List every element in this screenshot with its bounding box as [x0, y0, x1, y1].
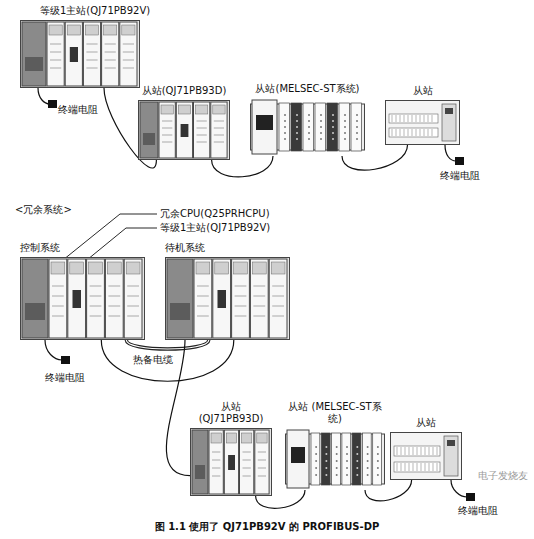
device-label: 待机系统 [165, 242, 205, 254]
device-label: 从站 [413, 85, 433, 97]
resistor-symbol [48, 100, 57, 108]
terminator-label: 终端电阻 [458, 505, 498, 517]
device-node: 待机系统 [165, 257, 290, 340]
device-node: 从站 (QJ71PB93D) [190, 428, 272, 496]
plc-rack [138, 100, 230, 160]
device-node: 从站 (MELSEC-ST系统) [285, 428, 385, 490]
callout-leaders [58, 214, 157, 264]
device-label: 从站(QJ71PB93D) [142, 85, 227, 97]
device-label: 从站 (QJ71PB93D) [195, 401, 267, 425]
cable-inner [126, 340, 209, 349]
section-title: <冗余系统> [15, 204, 72, 216]
terminator-label: 终端电阻 [45, 372, 85, 384]
terminator-wire [45, 340, 62, 360]
cable-outer [126, 340, 209, 349]
terminator-wires [38, 88, 467, 497]
callout-label: 冗余CPU(Q25PRHCPU) [160, 208, 270, 220]
slave-device [385, 100, 460, 145]
melsec-st-unit [285, 428, 385, 490]
device-label: 从站 [416, 417, 436, 429]
plc-rack [20, 257, 145, 340]
resistor-symbol [455, 157, 464, 165]
tracking-cable [126, 340, 209, 349]
device-node: 从站 [385, 100, 460, 145]
figure-caption: 图 1.1 使用了 QJ71PB92V 的 PROFIBUS-DP [0, 521, 534, 533]
plc-rack [190, 428, 272, 496]
terminator-label: 终端电阻 [440, 170, 480, 182]
device-node: 从站(QJ71PB93D) [138, 100, 230, 160]
resistor-symbol [61, 356, 70, 364]
device-node: 控制系统 [20, 257, 145, 340]
device-node: 从站(MELSEC-ST系统) [250, 98, 365, 156]
plc-rack [165, 257, 290, 340]
plc-rack [20, 20, 140, 88]
cable-line [101, 340, 234, 381]
device-label: 从站(MELSEC-ST系统) [255, 83, 359, 95]
cable-label: 热备电缆 [131, 354, 175, 366]
terminating-resistors [48, 100, 475, 501]
callout-label: 等级1主站(QJ71PB92V) [160, 222, 270, 234]
leader-line [58, 214, 157, 264]
terminator-wire [451, 480, 467, 497]
terminator-wire [445, 145, 456, 161]
resistor-symbol [466, 493, 475, 501]
melsec-st-unit [250, 98, 365, 156]
device-node: 从站 [390, 432, 462, 480]
terminator-label: 终端电阻 [58, 104, 98, 116]
device-label: 控制系统 [20, 242, 60, 254]
device-label: 等级1主站(QJ71PB92V) [40, 5, 150, 17]
slave-device [390, 432, 462, 480]
profibus-cable [101, 340, 234, 381]
watermark: 电子发烧友 [478, 470, 528, 482]
device-label: 从站 (MELSEC-ST系统) [287, 401, 383, 425]
device-node: 等级1主站(QJ71PB92V) [20, 20, 140, 88]
